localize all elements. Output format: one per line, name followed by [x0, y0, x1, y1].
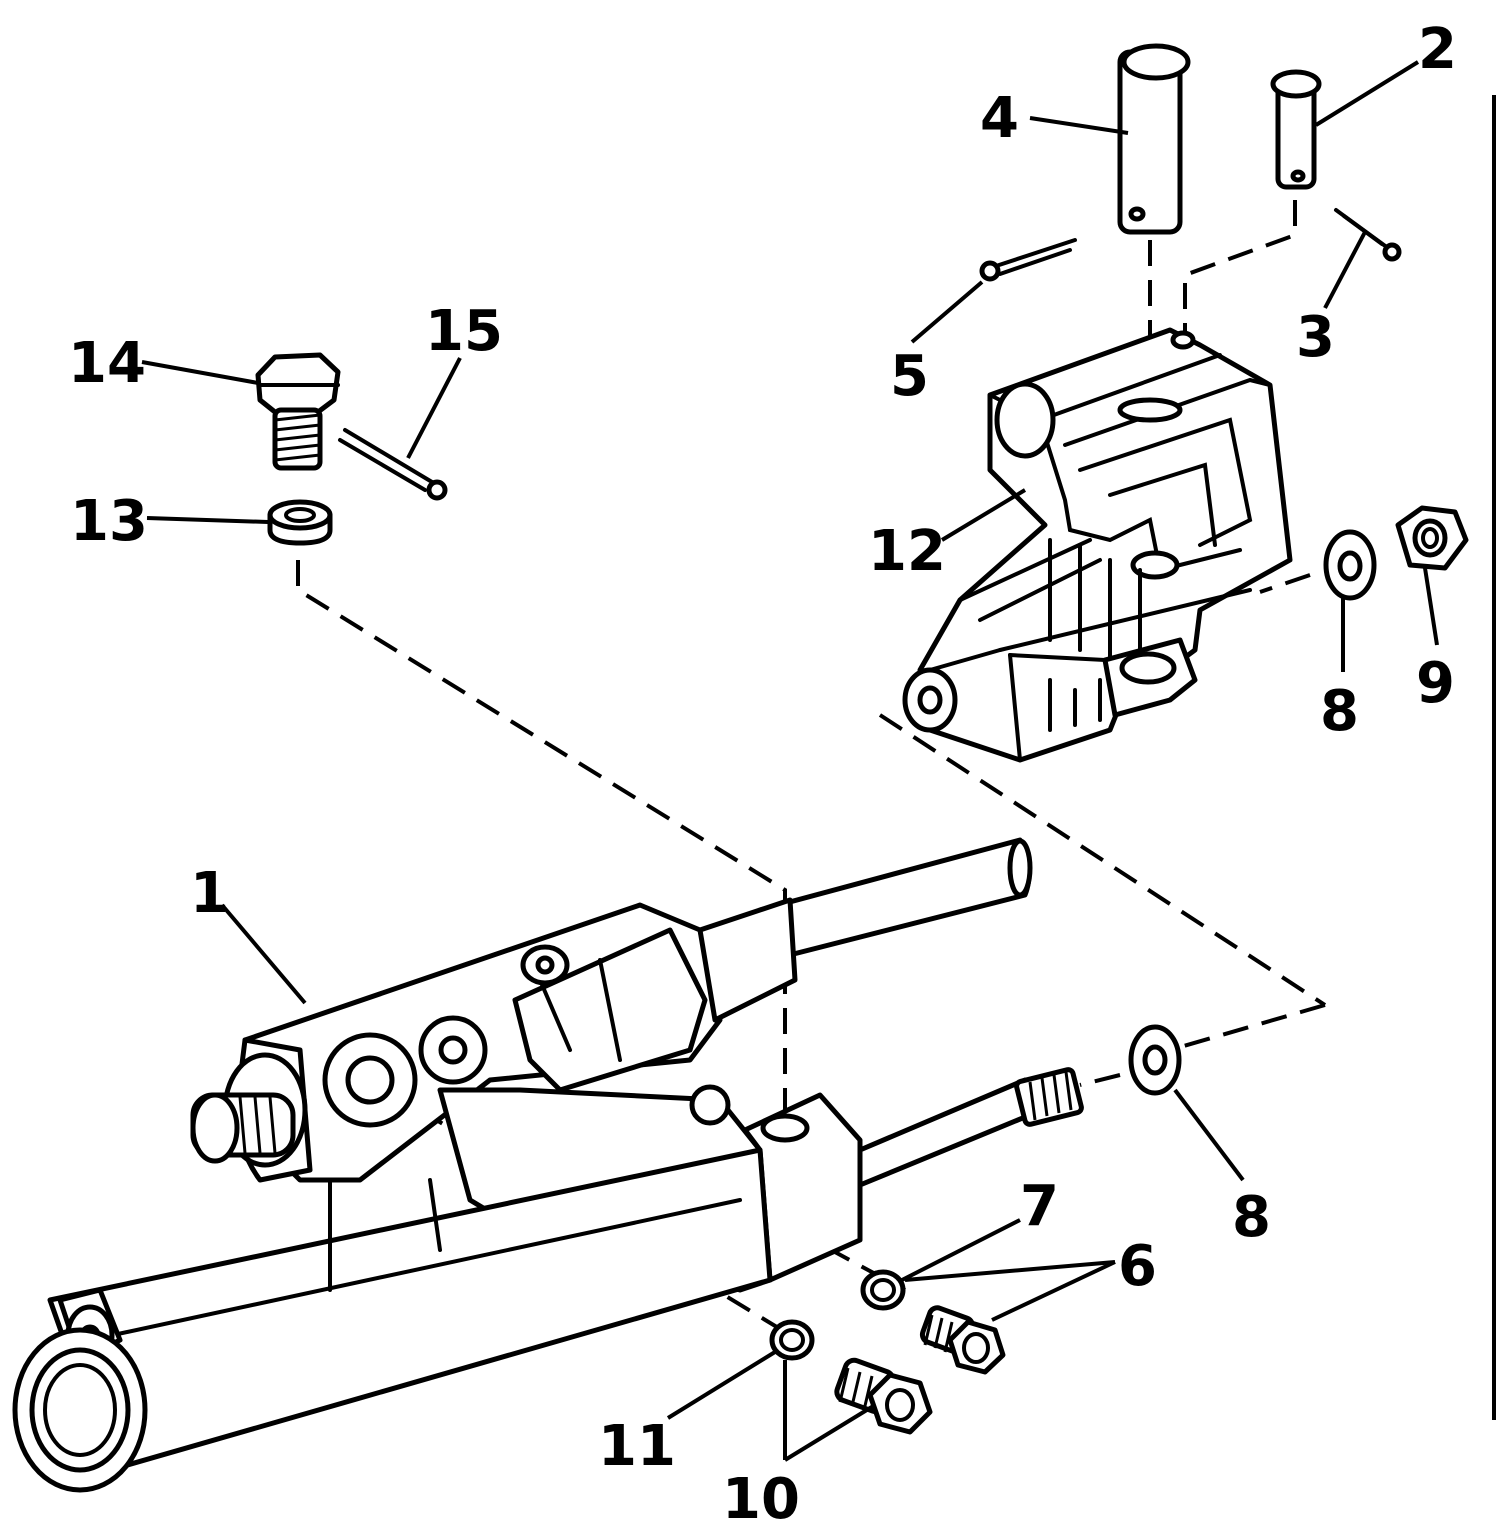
part-3-cotter-pin	[1334, 208, 1402, 262]
part-2-clevis-pin	[1270, 69, 1322, 190]
callout-4: 4	[980, 86, 1019, 151]
callout-2: 2	[1418, 17, 1457, 82]
part-7-o-ring	[860, 1269, 906, 1311]
part-1-cylinder-assembly	[12, 837, 1084, 1493]
part-8-washer-upper	[1323, 529, 1377, 601]
part-13-bushing	[267, 499, 333, 546]
callout-11: 11	[598, 1414, 676, 1479]
callout-1: 1	[190, 861, 229, 926]
part-8-washer-lower	[1128, 1024, 1182, 1096]
part-14-bolt	[255, 352, 341, 471]
leader-lines	[141, 60, 1439, 1462]
part-9-lock-nut	[1395, 505, 1469, 571]
callout-10: 10	[722, 1467, 800, 1522]
callout-8-lower: 8	[1232, 1185, 1271, 1250]
part-6-fitting	[919, 1305, 1006, 1375]
part-5-cotter-pin	[979, 238, 1077, 282]
callout-9: 9	[1416, 651, 1455, 716]
callout-14: 14	[68, 331, 146, 396]
callout-8-upper: 8	[1320, 679, 1359, 744]
callout-12: 12	[868, 519, 946, 584]
part-15-cotter-pin	[338, 428, 448, 501]
callout-15: 15	[425, 299, 503, 364]
callout-7: 7	[1020, 1174, 1059, 1239]
part-11-o-ring	[769, 1319, 815, 1361]
callout-3: 3	[1296, 305, 1335, 370]
callout-6: 6	[1118, 1234, 1157, 1299]
part-12-bracket	[902, 327, 1293, 763]
part-10-fitting	[834, 1357, 933, 1435]
callout-13: 13	[70, 489, 148, 554]
part-4-clevis-pin	[1117, 43, 1191, 235]
callout-5: 5	[890, 344, 929, 409]
